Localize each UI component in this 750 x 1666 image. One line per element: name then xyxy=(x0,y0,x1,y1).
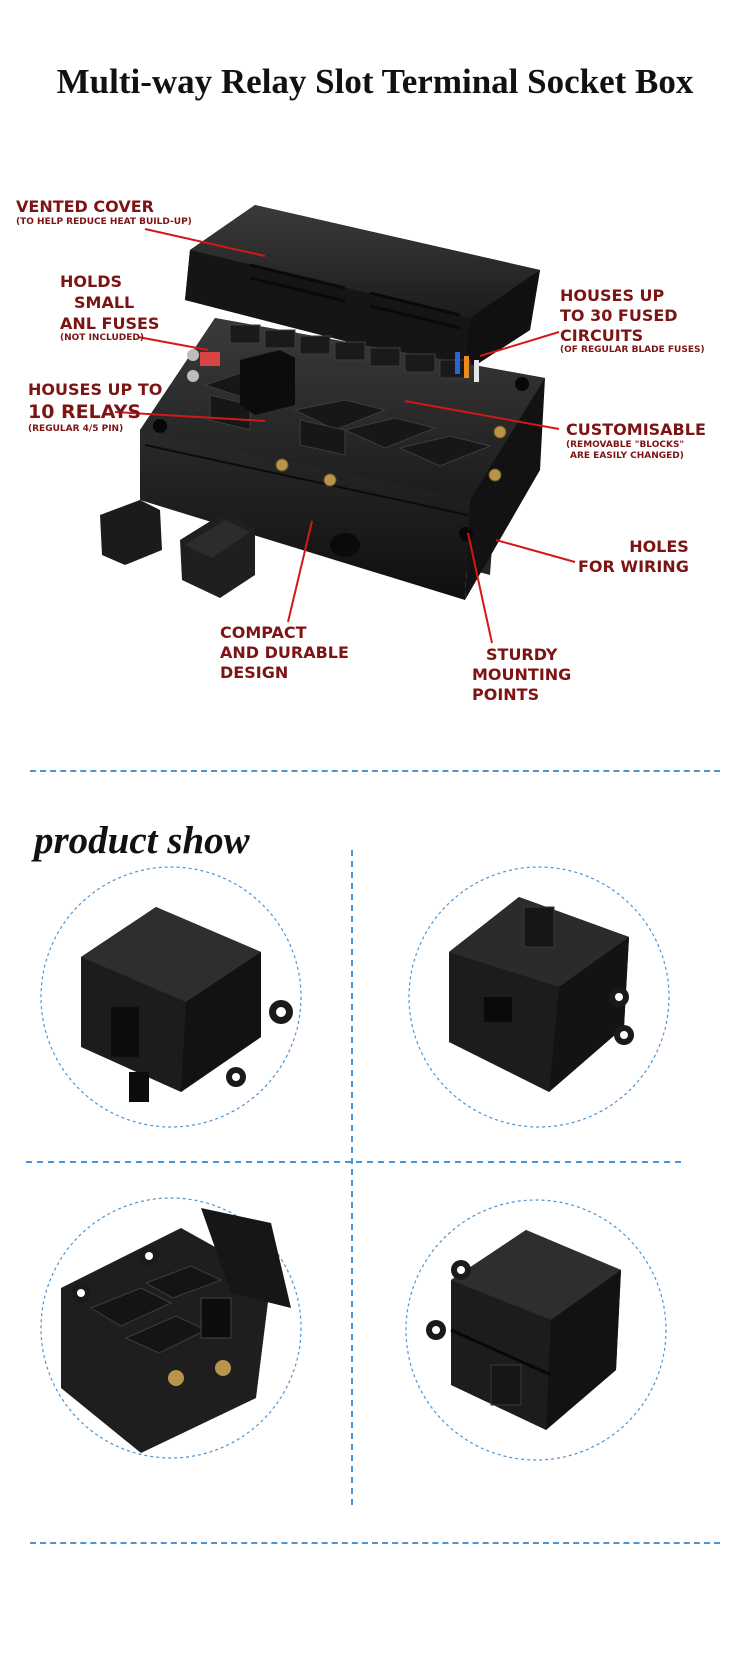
callout-relays-line1: HOUSES UP TO xyxy=(28,380,163,399)
callout-customisable-note2: ARE EASILY CHANGED) xyxy=(570,451,684,462)
relay-socket-photo-2 xyxy=(449,897,634,1092)
callout-circuits-line2: TO 30 FUSED xyxy=(560,305,678,325)
relay-socket-photo-1 xyxy=(81,907,293,1102)
callout-circuits-line3: CIRCUITS xyxy=(560,325,644,345)
callout-houses-relays: HOUSES UP TO 10 RELAYS (REGULAR 4/5 PIN) xyxy=(28,380,163,434)
callout-circuits-note: (OF REGULAR BLADE FUSES) xyxy=(560,345,705,356)
callout-houses-circuits: HOUSES UP TO 30 FUSED CIRCUITS (OF REGUL… xyxy=(560,286,705,356)
callout-holds-line3: ANL FUSES xyxy=(60,313,160,333)
callout-relays-line2: 10 RELAYS xyxy=(28,400,142,423)
callout-customisable-note1: (REMOVABLE "BLOCKS" xyxy=(566,439,685,450)
callout-holes-line2: FOR WIRING xyxy=(578,556,689,576)
callout-circuits-line1: HOUSES UP xyxy=(560,286,665,305)
product-show-title: product show xyxy=(34,819,250,862)
callout-mounting-line1: STURDY xyxy=(486,645,558,664)
callout-vented-cover-note: (TO HELP REDUCE HEAT BUILD-UP) xyxy=(16,216,192,227)
callout-mounting-line3: POINTS xyxy=(472,684,540,704)
relay-socket-photo-4 xyxy=(426,1230,621,1430)
callout-holds-line2: SMALL xyxy=(74,292,135,312)
relay-box-open-photo xyxy=(61,1208,291,1453)
callout-vented-cover-title: VENTED COVER xyxy=(16,197,154,216)
section-divider-bottom xyxy=(30,1542,720,1544)
callout-customisable: CUSTOMISABLE (REMOVABLE "BLOCKS" ARE EAS… xyxy=(566,420,706,462)
callout-compact-line2: AND DURABLE xyxy=(220,642,349,662)
callout-relays-note: (REGULAR 4/5 PIN) xyxy=(28,423,124,434)
callout-holes-wiring: HOLES FOR WIRING xyxy=(578,537,689,576)
callout-compact-line1: COMPACT xyxy=(220,623,307,642)
callout-mounting-line2: MOUNTING xyxy=(472,664,572,684)
relay-box-illustration xyxy=(100,205,576,644)
callout-compact-line3: DESIGN xyxy=(220,662,289,682)
callout-holes-line1: HOLES xyxy=(629,537,689,556)
page-title: Multi-way Relay Slot Terminal Socket Box xyxy=(56,62,694,101)
callout-compact: COMPACT AND DURABLE DESIGN xyxy=(220,623,349,682)
callout-holds-fuses: HOLDS SMALL ANL FUSES (NOT INCLUDED) xyxy=(60,272,160,344)
callout-holds-line1: HOLDS xyxy=(60,272,122,291)
callout-customisable-title: CUSTOMISABLE xyxy=(566,420,706,439)
section-divider-top xyxy=(30,770,720,772)
callout-vented-cover: VENTED COVER (TO HELP REDUCE HEAT BUILD-… xyxy=(16,197,192,227)
callout-mounting: STURDY MOUNTING POINTS xyxy=(472,645,572,704)
callout-holds-note: (NOT INCLUDED) xyxy=(60,333,144,344)
